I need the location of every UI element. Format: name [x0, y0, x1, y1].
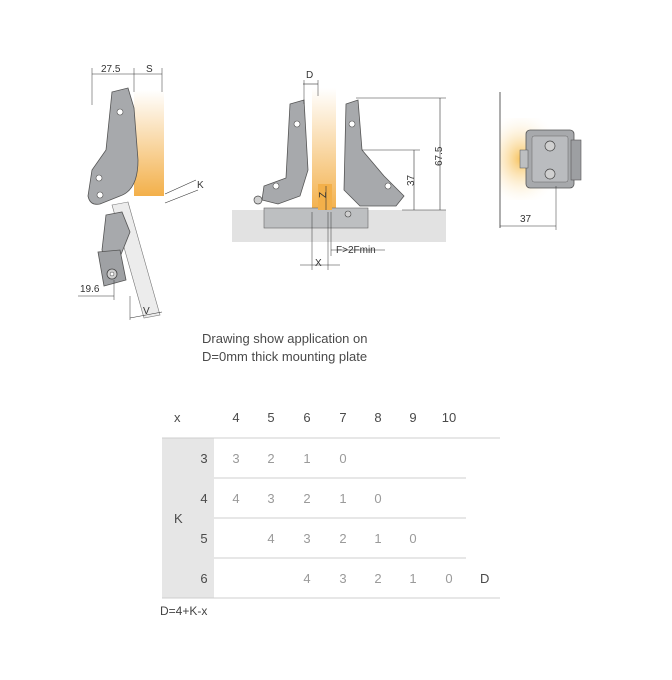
- table-cell: 2: [303, 491, 310, 506]
- table-rows: 3 3 2 1 0 4 4 3 2 1 0 5 4 3 2 1 0 6 4 3 2 1 0: [200, 451, 452, 586]
- hinge-side-view-open: 27.5 S K 19.6 V: [78, 64, 204, 320]
- table-cell: 3: [232, 451, 239, 466]
- table-cell: 0: [374, 491, 381, 506]
- table-cell: 4: [303, 571, 310, 586]
- x-axis-label: x: [174, 410, 181, 425]
- table-cell: 1: [409, 571, 416, 586]
- table-cell: 2: [267, 451, 274, 466]
- table-cell: 1: [303, 451, 310, 466]
- x-header-cell: 10: [442, 410, 456, 425]
- table-cell: 1: [339, 491, 346, 506]
- dim-37-right: 37: [520, 214, 532, 225]
- dim-27-5: 27.5: [101, 64, 121, 75]
- dim-s: S: [146, 64, 153, 75]
- k-axis-label: K: [174, 511, 183, 526]
- dim-k: K: [197, 180, 204, 191]
- hinge-arm: [87, 87, 139, 205]
- k-row-label: 6: [200, 571, 207, 586]
- hinge-technical-drawing: 27.5 S K 19.6 V D: [78, 64, 582, 320]
- table-cell: 2: [374, 571, 381, 586]
- x-header-cell: 9: [409, 410, 416, 425]
- x-header-cell: 5: [267, 410, 274, 425]
- d-axis-label: D: [480, 571, 489, 586]
- mounting-plate-top-view: 37: [499, 92, 582, 230]
- k-row-label: 5: [200, 531, 207, 546]
- table-cell: 3: [267, 491, 274, 506]
- dim-x: X: [315, 258, 322, 269]
- k-row-label: 3: [200, 451, 207, 466]
- door-panel: [134, 90, 164, 196]
- dim-z: Z: [318, 192, 329, 198]
- hinge-front-view-closed: D 67.5 37 Z F>2Fmin X: [232, 70, 446, 270]
- table-cell: 2: [339, 531, 346, 546]
- dim-v: V: [143, 306, 150, 317]
- dim-37-mid: 37: [406, 174, 417, 186]
- x-values-header: 4 5 6 7 8 9 10: [232, 410, 456, 425]
- table-cell: 3: [339, 571, 346, 586]
- caption-line-1: Drawing show application on: [202, 331, 368, 346]
- x-header-cell: 7: [339, 410, 346, 425]
- table-cell: 0: [409, 531, 416, 546]
- k-column-band: [162, 438, 214, 598]
- k-row-label: 4: [200, 491, 207, 506]
- formula: D=4+K-x: [160, 604, 208, 618]
- table-cell: 3: [303, 531, 310, 546]
- table-cell: 1: [374, 531, 381, 546]
- dim-d: D: [306, 70, 313, 81]
- x-header-cell: 8: [374, 410, 381, 425]
- table-cell: 4: [267, 531, 274, 546]
- x-header-cell: 4: [232, 410, 239, 425]
- table-cell: 0: [339, 451, 346, 466]
- dim-67-5: 67.5: [434, 146, 445, 166]
- drawing-caption: Drawing show application on D=0mm thick …: [202, 330, 367, 366]
- table-cell: 4: [232, 491, 239, 506]
- dim-f: F>2Fmin: [336, 245, 376, 256]
- dim-19-6: 19.6: [80, 284, 100, 295]
- caption-line-2: D=0mm thick mounting plate: [202, 349, 368, 364]
- x-header-cell: 6: [303, 410, 310, 425]
- table-cell: 0: [445, 571, 452, 586]
